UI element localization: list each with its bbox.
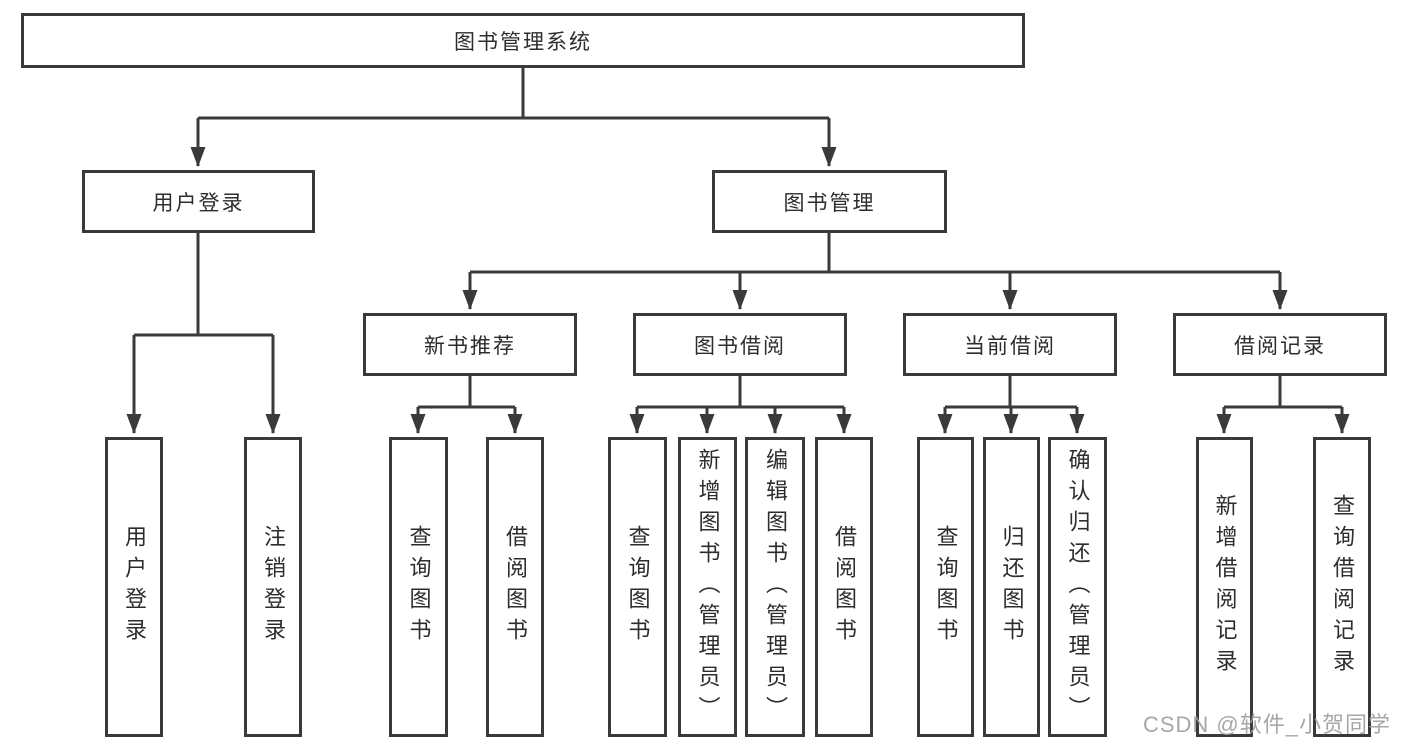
node-label: 查询图书	[933, 525, 959, 649]
leaf-logout: 注销登录	[244, 437, 302, 737]
node-label: 注销登录	[261, 525, 286, 649]
leaf-query-books-recommend: 查询图书	[389, 437, 448, 737]
node-current-borrow: 当前借阅	[903, 313, 1117, 376]
node-label: 图书管理系统	[454, 30, 592, 54]
leaf-edit-books-admin: 编辑图书（管理员）	[745, 437, 805, 737]
node-label: 新增借阅记录	[1212, 494, 1238, 680]
node-label: 借阅图书	[503, 525, 528, 649]
node-label: 新增图书（管理员）	[695, 447, 721, 727]
node-label: 借阅记录	[1234, 334, 1326, 358]
node-label: 新书推荐	[424, 334, 516, 358]
edges-new-book-recommend-children	[410, 376, 523, 434]
csdn-watermark: CSDN @软件_小贺同学	[1142, 712, 1391, 737]
leaf-query-books-borrow: 查询图书	[608, 437, 667, 737]
node-label: 查询借阅记录	[1330, 494, 1355, 680]
node-label: 归还图书	[999, 525, 1025, 649]
node-label: 当前借阅	[964, 334, 1056, 358]
node-new-book-recommend: 新书推荐	[363, 313, 577, 376]
node-library-management-system: 图书管理系统	[21, 13, 1025, 68]
node-label: 查询图书	[406, 525, 432, 649]
edges-user-login-children	[126, 233, 281, 434]
leaf-add-borrow-record: 新增借阅记录	[1196, 437, 1253, 737]
node-label: 查询图书	[625, 525, 651, 649]
edges-book-management-children	[462, 233, 1288, 310]
node-book-management: 图书管理	[712, 170, 947, 233]
leaf-confirm-return-admin: 确认归还（管理员）	[1048, 437, 1107, 737]
node-label: 借阅图书	[832, 525, 857, 649]
edges-borrow-records-children	[1216, 376, 1350, 434]
node-book-borrow: 图书借阅	[633, 313, 847, 376]
leaf-borrow-books-recommend: 借阅图书	[486, 437, 544, 737]
node-borrow-records: 借阅记录	[1173, 313, 1387, 376]
leaf-return-books: 归还图书	[983, 437, 1040, 737]
edges-current-borrow-children	[937, 376, 1085, 434]
leaf-borrow-books: 借阅图书	[815, 437, 873, 737]
node-label: 图书管理	[783, 191, 876, 215]
leaf-query-books-current: 查询图书	[917, 437, 974, 737]
node-label: 用户登录	[152, 191, 245, 215]
node-label: 确认归还（管理员）	[1065, 447, 1091, 727]
leaf-query-borrow-record: 查询借阅记录	[1313, 437, 1371, 737]
node-user-login: 用户登录	[82, 170, 315, 233]
edges-root-to-level2	[190, 68, 837, 167]
node-label: 图书借阅	[694, 334, 786, 358]
leaf-add-books-admin: 新增图书（管理员）	[678, 437, 737, 737]
leaf-user-login: 用户登录	[105, 437, 163, 737]
edges-book-borrow-children	[629, 376, 852, 434]
node-label: 编辑图书（管理员）	[763, 447, 788, 727]
node-label: 用户登录	[122, 525, 147, 649]
